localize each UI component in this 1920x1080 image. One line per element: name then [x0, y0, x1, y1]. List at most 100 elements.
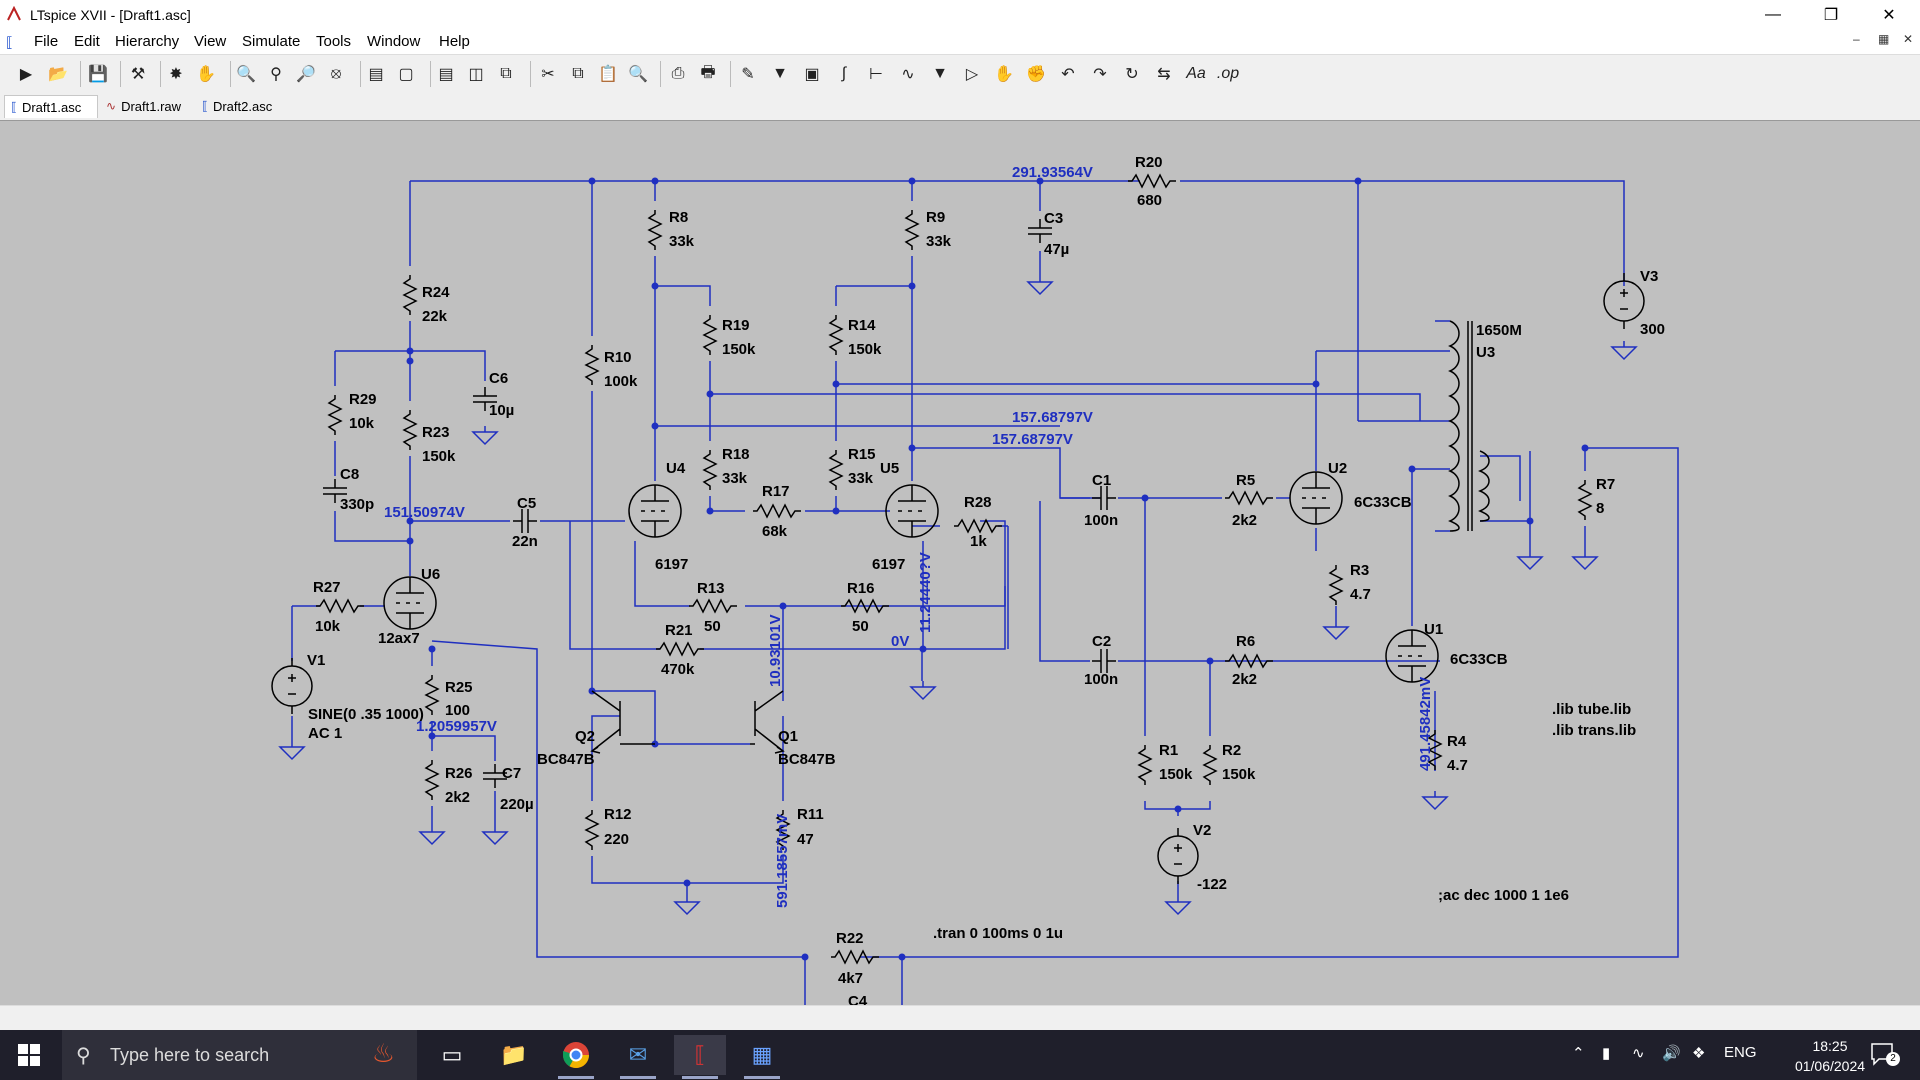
pan-icon[interactable]: ✋ [196, 66, 216, 83]
find-icon[interactable]: 🔍 [628, 66, 648, 83]
dropbox-icon[interactable]: ❖ [1692, 1045, 1706, 1062]
r12-symbol[interactable] [585, 809, 599, 851]
mdi-minimize-button[interactable]: – [1853, 32, 1860, 46]
copy-icon[interactable]: ⧉ [572, 65, 584, 82]
r19-symbol[interactable] [703, 314, 717, 356]
document-icon[interactable]: ⟦ [6, 34, 13, 50]
rotate-icon[interactable]: ↻ [1125, 66, 1139, 83]
drag-icon[interactable]: ✊ [1026, 66, 1046, 83]
r5-symbol[interactable] [1224, 491, 1274, 505]
run-icon[interactable]: ▶ [19, 66, 33, 83]
calculator-icon[interactable]: ▦ [736, 1035, 788, 1079]
r1-symbol[interactable] [1138, 744, 1152, 786]
paste-icon[interactable]: 📋 [598, 66, 618, 83]
tile-horizontal-icon[interactable]: ▤ [438, 66, 454, 83]
label-net-icon[interactable]: ▣ [804, 66, 820, 83]
r25-symbol[interactable] [425, 674, 439, 716]
r24-symbol[interactable] [403, 274, 417, 316]
menu-edit[interactable]: Edit [74, 33, 100, 50]
close-button[interactable]: ✕ [1882, 7, 1896, 24]
mirror-icon[interactable]: ⇆ [1157, 66, 1171, 83]
zoom-in-icon[interactable]: 🔍 [236, 66, 256, 83]
r28-symbol[interactable] [953, 519, 1003, 533]
halt-icon[interactable]: ✸ [169, 66, 183, 83]
menu-hierarchy[interactable]: Hierarchy [115, 33, 180, 50]
full-view-icon[interactable]: ▢ [398, 66, 414, 83]
inductor-icon[interactable]: ∿ [901, 66, 915, 83]
wifi-icon[interactable]: ∿ [1632, 1045, 1645, 1062]
c2-symbol[interactable] [1091, 648, 1117, 674]
u4-tube-symbol[interactable] [628, 484, 682, 538]
u5-tube-symbol[interactable] [885, 484, 939, 538]
menu-file[interactable]: File [34, 33, 59, 50]
mail-icon[interactable]: ✉ [612, 1035, 664, 1079]
redo-icon[interactable]: ↷ [1093, 66, 1107, 83]
spice-comment-ac[interactable]: ;ac dec 1000 1 1e6 [1438, 887, 1569, 904]
r29-symbol[interactable] [328, 394, 342, 436]
spice-directive-tube-lib[interactable]: .lib tube.lib [1552, 701, 1631, 718]
r27-symbol[interactable] [315, 599, 365, 613]
r8-symbol[interactable] [648, 209, 662, 251]
menu-view[interactable]: View [194, 33, 227, 50]
r3-symbol[interactable] [1329, 564, 1343, 606]
tab-draft1-asc[interactable]: ⟦Draft1.asc [4, 95, 98, 118]
r7-symbol[interactable] [1578, 479, 1592, 521]
r9-symbol[interactable] [905, 209, 919, 251]
u2-tube-symbol[interactable] [1289, 471, 1343, 525]
text-icon[interactable]: Aa [1186, 65, 1206, 82]
zoom-fit-icon[interactable]: ⚲ [270, 66, 282, 83]
save-icon[interactable]: 💾 [88, 66, 108, 83]
r17-symbol[interactable] [752, 504, 802, 518]
v1-source-symbol[interactable] [271, 657, 313, 715]
tab-draft1-raw[interactable]: ∿Draft1.raw [106, 98, 182, 114]
undo-icon[interactable]: ↶ [1061, 66, 1075, 83]
r21-symbol[interactable] [655, 642, 705, 656]
mdi-close-button[interactable]: ✕ [1903, 32, 1914, 46]
language-indicator[interactable]: ENG [1724, 1044, 1757, 1061]
spice-directive-icon[interactable]: .op [1216, 65, 1240, 82]
clock[interactable]: 18:25 01/06/2024 [1780, 1036, 1880, 1076]
q2-transistor-symbol[interactable] [590, 690, 655, 754]
zoom-cancel-icon[interactable]: ⦻ [330, 65, 342, 82]
mdi-restore-button[interactable]: ▦ [1878, 32, 1890, 46]
r26-symbol[interactable] [425, 759, 439, 801]
ltspice-icon[interactable]: ⟦ [674, 1035, 726, 1079]
horizontal-scrollbar[interactable] [0, 1005, 1920, 1030]
taskview-icon[interactable]: ▭ [441, 1042, 463, 1067]
schematic-canvas[interactable]: R20 680 C3 47µ V3 300 R8 33k R9 33k R24 … [0, 120, 1920, 1006]
component-icon[interactable]: ▷ [965, 66, 979, 83]
volume-icon[interactable]: 🔊 [1662, 1045, 1681, 1062]
battery-icon[interactable]: ▮ [1602, 1045, 1611, 1062]
print-icon[interactable]: 🖶 [700, 63, 716, 81]
r13-symbol[interactable] [688, 599, 738, 613]
file-explorer-icon[interactable]: 📁 [500, 1042, 528, 1067]
r10-symbol[interactable] [585, 344, 599, 386]
v3-source-symbol[interactable] [1603, 272, 1645, 330]
move-icon[interactable]: ✋ [994, 66, 1014, 83]
minimize-button[interactable]: — [1765, 6, 1781, 23]
menu-help[interactable]: Help [439, 33, 470, 50]
menu-window[interactable]: Window [367, 33, 421, 50]
resistor-icon[interactable]: ∫ [841, 65, 847, 82]
tab-draft2-asc[interactable]: ⟦Draft2.asc [202, 98, 273, 114]
restore-button[interactable]: ❐ [1823, 7, 1839, 24]
diode-icon[interactable]: ▼ [932, 65, 948, 82]
u3-transformer-symbol[interactable] [1448, 320, 1490, 532]
u6-tube-symbol[interactable] [383, 576, 437, 630]
v2-source-symbol[interactable] [1157, 827, 1199, 885]
open-icon[interactable]: 📂 [48, 66, 68, 83]
ground-icon[interactable]: ▼ [772, 65, 788, 82]
chrome-icon[interactable] [550, 1035, 602, 1079]
r23-symbol[interactable] [403, 409, 417, 451]
draw-wire-icon[interactable]: ✎ [741, 66, 755, 83]
r18-symbol[interactable] [703, 449, 717, 491]
q1-transistor-symbol[interactable] [750, 690, 785, 754]
cascade-icon[interactable]: ⧉ [500, 65, 512, 82]
spice-directive-tran[interactable]: .tran 0 100ms 0 1u [933, 925, 1063, 942]
c5-symbol[interactable] [512, 508, 538, 534]
menu-tools[interactable]: Tools [316, 33, 352, 50]
cut-icon[interactable]: ✂ [541, 66, 555, 83]
r2-symbol[interactable] [1203, 744, 1217, 786]
menu-simulate[interactable]: Simulate [242, 33, 301, 50]
autorange-icon[interactable]: ▤ [368, 66, 384, 83]
